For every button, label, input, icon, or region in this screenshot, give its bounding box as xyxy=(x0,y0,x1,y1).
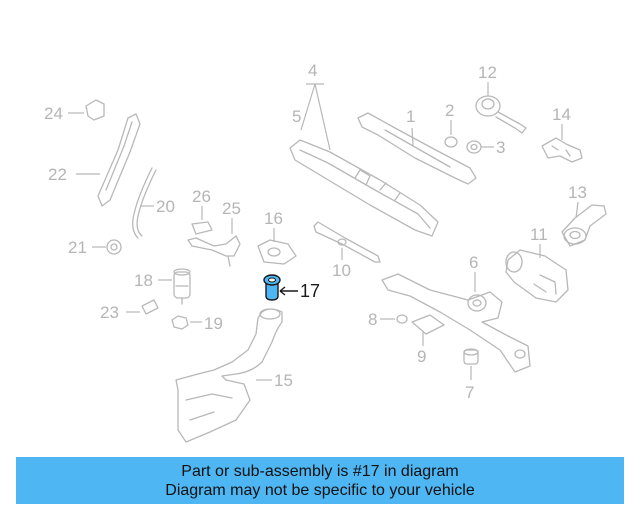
callout-20: 20 xyxy=(156,197,175,216)
callout-1: 1 xyxy=(406,107,415,126)
part-jet xyxy=(191,221,213,235)
callout-24: 24 xyxy=(44,104,63,123)
callout-15: 15 xyxy=(274,371,293,390)
callout-10: 10 xyxy=(332,261,351,280)
callout-12: 12 xyxy=(478,63,497,82)
part-nozzle-bar xyxy=(97,113,141,207)
callout-4: 4 xyxy=(308,61,317,80)
part-wiper-motor xyxy=(505,249,569,303)
banner-line-1: Part or sub-assembly is #17 in diagram xyxy=(181,462,459,480)
info-banner: Part or sub-assembly is #17 in diagram D… xyxy=(16,457,624,504)
callout-23: 23 xyxy=(100,303,119,322)
callout-25: 25 xyxy=(222,199,241,218)
callout-26: 26 xyxy=(192,187,211,206)
callout-9: 9 xyxy=(417,347,426,366)
part-grommet xyxy=(475,95,527,134)
part-plug xyxy=(106,239,122,255)
leader-4 xyxy=(300,83,331,151)
parts-diagram: 4 5 1 2 3 12 14 13 xyxy=(44,61,607,443)
banner-line-2: Diagram may not be specific to your vehi… xyxy=(165,481,475,499)
part-wiper-blade xyxy=(289,139,439,237)
part-bracket xyxy=(541,137,583,163)
part-sensor xyxy=(85,99,105,121)
callout-11: 11 xyxy=(530,225,548,244)
leader-1 xyxy=(411,127,414,147)
callout-5: 5 xyxy=(292,107,301,126)
callout-16: 16 xyxy=(264,209,283,228)
part-bushing xyxy=(463,348,479,365)
part-tube xyxy=(132,167,157,239)
callout-13: 13 xyxy=(568,183,587,202)
part-plate xyxy=(411,314,445,335)
part-wiper-arm xyxy=(357,112,477,185)
part-washer-reservoir xyxy=(175,308,283,443)
part-clip xyxy=(396,314,408,324)
part-motor-mount xyxy=(561,204,607,247)
callout-17: 17 xyxy=(300,281,320,301)
part-hose xyxy=(313,221,381,263)
leader-13 xyxy=(575,201,579,219)
part-pump-seal xyxy=(257,239,297,265)
callout-2: 2 xyxy=(445,101,454,120)
callout-18: 18 xyxy=(134,271,153,290)
part-hose-assembly xyxy=(187,235,241,267)
callout-22: 22 xyxy=(48,165,67,184)
callout-8: 8 xyxy=(368,310,377,329)
part-pump xyxy=(173,268,191,305)
part-connector xyxy=(141,299,159,315)
part-small-nut xyxy=(171,315,189,330)
callout-6: 6 xyxy=(469,253,478,272)
part-nut xyxy=(444,136,458,148)
part-linkage xyxy=(381,273,531,373)
part-17-highlighted xyxy=(263,274,281,301)
leader-17 xyxy=(279,286,298,296)
callout-14: 14 xyxy=(552,105,571,124)
callout-7: 7 xyxy=(465,383,474,402)
part-cap xyxy=(466,140,482,154)
callout-3: 3 xyxy=(496,138,505,157)
callout-19: 19 xyxy=(204,314,223,333)
callout-21: 21 xyxy=(68,238,87,257)
